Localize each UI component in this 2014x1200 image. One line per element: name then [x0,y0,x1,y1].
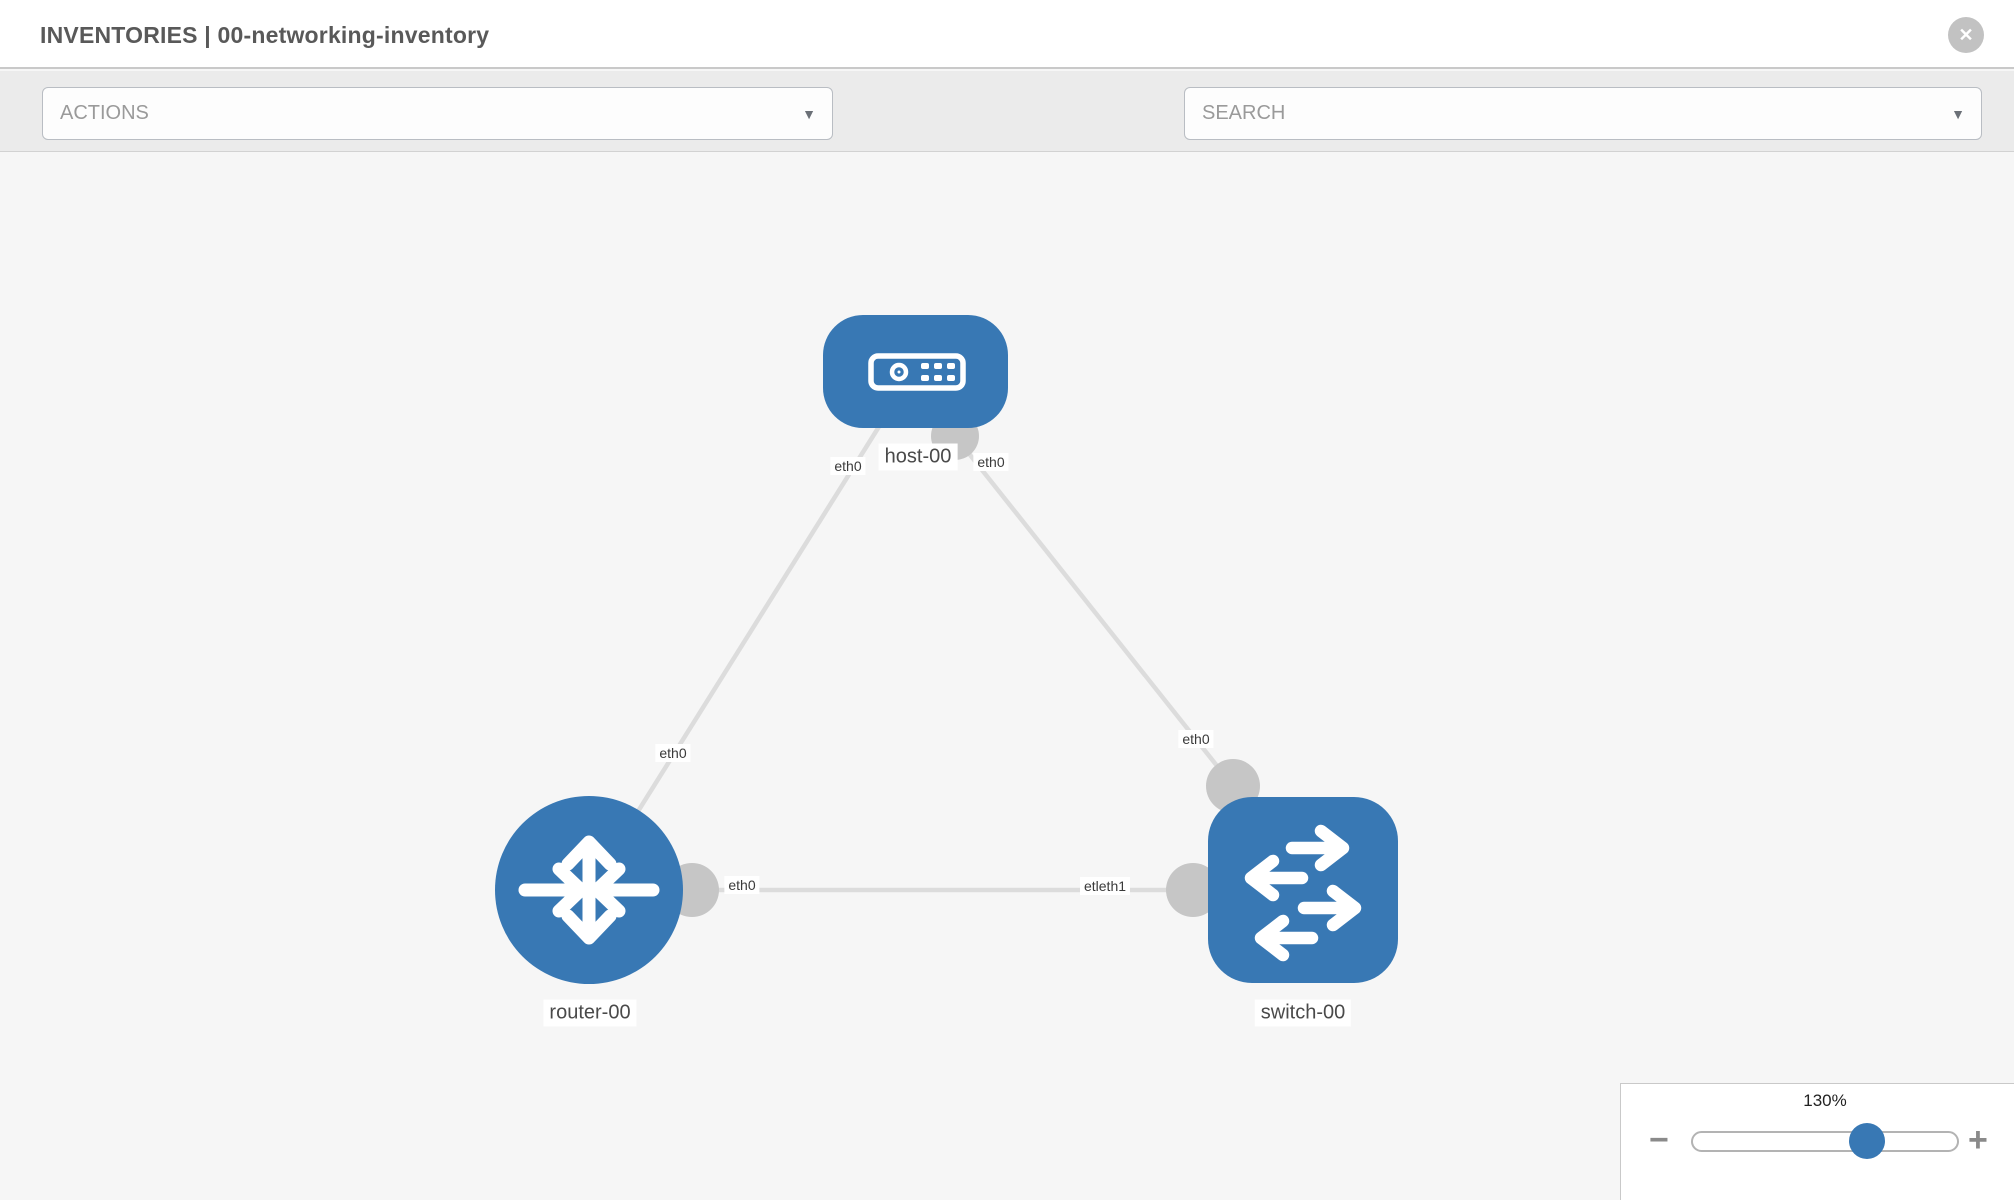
header: INVENTORIES | 00-networking-inventory ✕ [0,0,2014,69]
topology-graph [495,315,1398,984]
toolbar: ACTIONS ▼ SEARCH ▼ [0,71,2014,206]
close-icon: ✕ [1958,24,1974,45]
page-title: INVENTORIES | 00-networking-inventory [40,22,490,48]
search-placeholder: SEARCH [1202,102,1286,124]
interface-label-host-to-switch: eth0 [973,453,1009,471]
interface-label-router-to-switch: eth0 [724,876,760,894]
zoom-slider-thumb[interactable] [1849,1123,1885,1159]
interface-connectors [665,412,1260,917]
interface-label-router-to-host: eth0 [655,744,691,762]
node-label-switch: switch-00 [1254,999,1352,1027]
zoom-in-button[interactable]: + [1968,1121,1988,1159]
zoom-control-panel: 130% − + [1620,1083,2014,1200]
router-icon [518,835,660,945]
chevron-down-icon: ▼ [802,105,816,122]
chevron-down-icon: ▼ [1951,105,1965,122]
interface-label-switch-to-host: eth0 [1178,730,1214,748]
node-router[interactable] [495,796,683,984]
switch-icon [1244,824,1362,962]
node-host[interactable] [823,315,1008,428]
zoom-level-value: 130% [1803,1091,1847,1110]
actions-dropdown-placeholder: ACTIONS [60,102,149,124]
close-button[interactable]: ✕ [1948,17,1984,53]
interface-label-switch-to-router: etleth1 [1079,877,1131,895]
node-switch[interactable] [1208,797,1398,983]
server-icon [868,353,966,391]
zoom-slider[interactable] [1691,1123,1959,1159]
topology-canvas[interactable]: host-00 router-00 switch-00 eth0 eth0 et… [0,152,2014,1200]
search-dropdown[interactable]: SEARCH ▼ [1184,87,1982,140]
connector-switch-left [1166,863,1220,917]
actions-dropdown[interactable]: ACTIONS ▼ [42,87,833,140]
topology-links [598,423,1280,893]
node-label-router: router-00 [543,999,637,1027]
node-label-host: host-00 [878,443,958,471]
link-host-router [598,423,882,874]
zoom-out-button[interactable]: − [1649,1121,1669,1159]
interface-label-host-to-router: eth0 [830,457,866,475]
link-host-switch [953,434,1235,788]
